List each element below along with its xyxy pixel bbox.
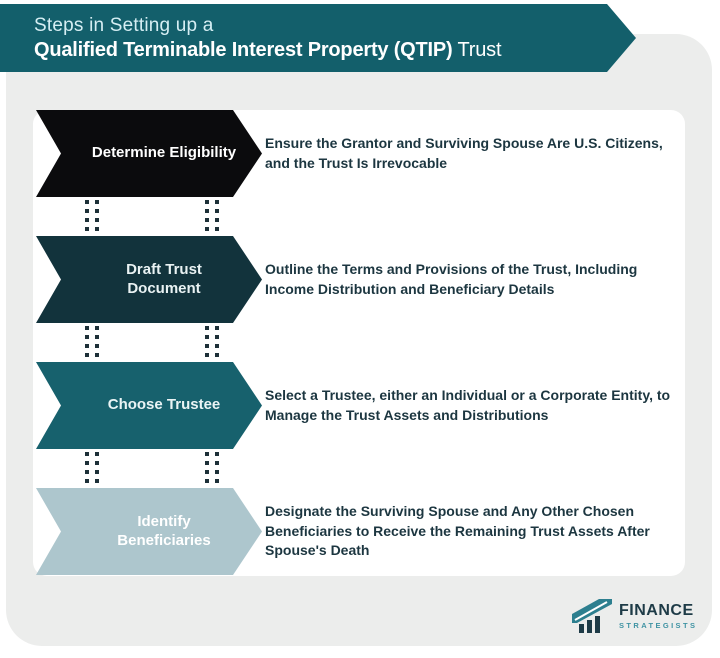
- dot-column: [85, 200, 89, 235]
- step-description-3: Select a Trustee, either an Individual o…: [265, 386, 671, 423]
- step-arrow-1: Determine Eligibility: [36, 110, 262, 197]
- title-banner: Steps in Setting up a Qualified Terminab…: [0, 4, 636, 72]
- step-row-4: Identify Beneficiaries Designate the Sur…: [0, 488, 720, 575]
- dotted-connector: [205, 326, 219, 361]
- step-arrow-4: Identify Beneficiaries: [36, 488, 262, 575]
- dot-column: [215, 452, 219, 487]
- title-line2-regular: Trust: [452, 38, 502, 61]
- step-row-3: Choose Trustee Select a Trustee, either …: [0, 362, 720, 449]
- finance-strategists-logo: FINANCE STRATEGISTS: [572, 599, 697, 633]
- logo-text: FINANCE STRATEGISTS: [619, 602, 697, 630]
- dotted-connector: [205, 200, 219, 235]
- dot-column: [205, 452, 209, 487]
- step-label-3: Choose Trustee: [107, 396, 221, 414]
- step-arrow-3: Choose Trustee: [36, 362, 262, 449]
- bar-chart-logo-icon: [572, 599, 612, 633]
- step-label-4: Identify Beneficiaries: [117, 512, 211, 549]
- dotted-connector: [85, 326, 99, 361]
- title-line2: Qualified Terminable Interest Property (…: [34, 39, 636, 62]
- dot-column: [215, 200, 219, 235]
- step-description-2: Outline the Terms and Provisions of the …: [265, 260, 638, 297]
- step-description-1: Ensure the Grantor and Surviving Spouse …: [265, 134, 663, 171]
- step-label-1: Determine Eligibility: [91, 144, 237, 162]
- logo-subtitle: STRATEGISTS: [619, 621, 698, 630]
- dot-column: [95, 452, 99, 487]
- title-line2-bold: Qualified Terminable Interest Property (…: [34, 38, 453, 61]
- dotted-connector: [85, 200, 99, 235]
- dot-column: [85, 452, 89, 487]
- dot-column: [85, 326, 89, 361]
- dot-column: [95, 326, 99, 361]
- dot-column: [95, 200, 99, 235]
- dot-column: [205, 200, 209, 235]
- step-arrow-2: Draft Trust Document: [36, 236, 262, 323]
- dotted-connector: [85, 452, 99, 487]
- logo-name: FINANCE: [619, 602, 694, 619]
- dotted-connector: [205, 452, 219, 487]
- step-row-2: Draft Trust Document Outline the Terms a…: [0, 236, 720, 323]
- title-line1: Steps in Setting up a: [34, 14, 214, 36]
- step-row-1: Determine Eligibility Ensure the Grantor…: [0, 110, 720, 197]
- step-description-4: Designate the Surviving Spouse and Any O…: [265, 503, 650, 559]
- step-label-2: Draft Trust Document: [126, 260, 202, 297]
- dot-column: [215, 326, 219, 361]
- dot-column: [205, 326, 209, 361]
